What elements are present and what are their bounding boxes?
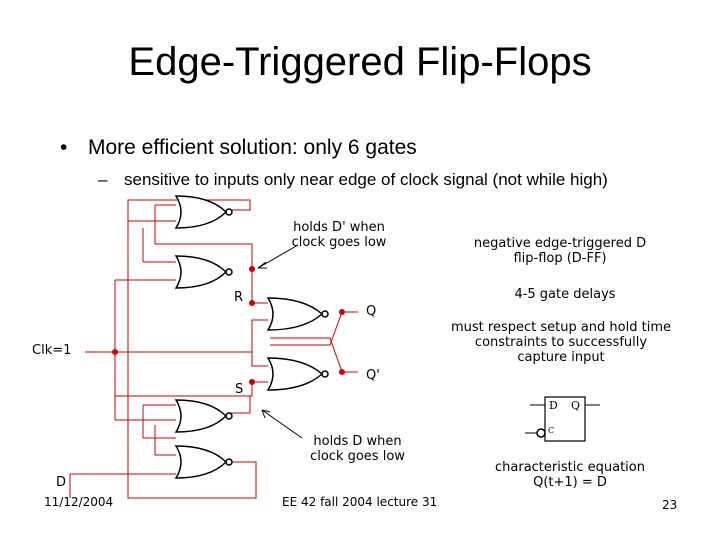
annotation-top-line1: holds D' when [293,220,385,235]
label-q: Q [366,304,377,319]
note-timing-line2: constraints to successfully [474,335,648,350]
label-q-bar: Q' [366,368,380,383]
annotation-bottom-line2: clock goes low [310,449,405,464]
note-timing: must respect setup and hold time constra… [434,320,688,365]
note-ff-type: negative edge-triggered D flip-flop (D-F… [455,236,665,266]
annotation-top: holds D' when clock goes low [284,220,394,250]
label-clk: Clk=1 [32,343,72,358]
wire-junctions [112,266,345,385]
footer-page-number: 23 [662,498,678,512]
bullet-dot: • [60,136,68,159]
bullet-main: • More efficient solution: only 6 gates [60,136,417,160]
note-char-eq-line1: characteristic equation [495,460,645,475]
note-ff-type-line1: negative edge-triggered D [473,236,647,251]
dff-symbol-q: Q [571,399,581,412]
label-r: R [234,290,244,305]
nor-gates [174,195,329,479]
bullet-sub-text: sensitive to inputs only near edge of cl… [124,170,608,189]
slide-title: Edge-Triggered Flip-Flops [128,40,592,84]
dff-symbol-d: D [549,399,558,412]
bullet-dash: – [98,170,108,189]
annotation-bottom-line1: holds D when [313,434,402,449]
bullet-main-text: More efficient solution: only 6 gates [88,136,417,159]
bullet-sub: –sensitive to inputs only near edge of c… [98,170,608,190]
label-d: D [56,475,67,490]
footer-date: 11/12/2004 [44,495,114,509]
dff-symbol-c: C [548,426,555,435]
annotation-bottom: holds D when clock goes low [300,434,415,464]
note-char-eq-line2: Q(t+1) = D [533,475,607,490]
note-timing-line3: capture input [517,350,605,365]
dff-symbol [525,396,600,442]
note-char-eq: characteristic equation Q(t+1) = D [470,460,670,490]
annotation-top-line2: clock goes low [291,235,387,250]
label-s: S [235,382,244,397]
note-delays: 4-5 gate delays [514,287,616,302]
annotation-arrows [257,244,303,439]
note-timing-line1: must respect setup and hold time [450,320,671,335]
footer-course: EE 42 fall 2004 lecture 31 [282,495,438,509]
note-ff-type-line2: flip-flop (D-FF) [513,251,607,266]
